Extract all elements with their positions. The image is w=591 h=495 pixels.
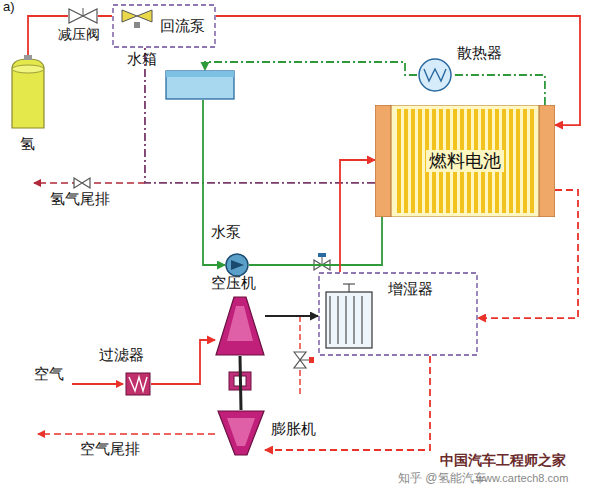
watermark: 中国汽车工程师之家 bbox=[440, 452, 566, 468]
pressure-valve-shape bbox=[68, 8, 98, 24]
pipe-connector bbox=[203, 100, 225, 265]
pipe-connector bbox=[249, 217, 382, 265]
node-label: 增湿器 bbox=[388, 280, 433, 297]
pipe-connector bbox=[205, 62, 417, 75]
panel-letter: a) bbox=[3, 0, 15, 15]
node-label: 散热器 bbox=[457, 44, 502, 61]
water-tank: 水箱 bbox=[165, 70, 235, 100]
node-label: 氢 bbox=[20, 135, 35, 152]
hydrogen-tank: 氢 bbox=[10, 55, 46, 130]
hydrogen-tank-shape bbox=[10, 55, 46, 130]
water-pump-shape bbox=[225, 253, 249, 277]
water-pump: 水泵 bbox=[225, 253, 249, 277]
air-filter-shape bbox=[125, 372, 151, 396]
air-filter: 过滤器 bbox=[125, 372, 151, 396]
air-inlet-label: 空气 bbox=[34, 365, 64, 382]
node-label: 回流泵 bbox=[160, 17, 205, 34]
pressure-valve: 减压阀 bbox=[68, 8, 98, 24]
node-label: 燃料电池 bbox=[426, 150, 504, 173]
node-label: 空压机 bbox=[211, 274, 256, 291]
expander-shape bbox=[217, 410, 265, 456]
pipe-connector bbox=[265, 315, 318, 317]
pipe-connector bbox=[453, 75, 545, 105]
pipe-connector bbox=[265, 356, 430, 450]
pipe-connector bbox=[340, 160, 375, 272]
air-compressor-shape bbox=[215, 296, 265, 356]
fuel-cell-stack: 燃料电池 bbox=[375, 105, 555, 217]
watermark: www.cartech8.com bbox=[476, 472, 568, 485]
node-label: 水泵 bbox=[211, 223, 241, 240]
air-exhaust-label: 空气尾排 bbox=[78, 440, 142, 457]
node-label: 减压阀 bbox=[58, 26, 100, 42]
expander: 膨胀机 bbox=[217, 410, 265, 456]
node-label: 过滤器 bbox=[99, 346, 144, 363]
air-compressor: 空压机 bbox=[215, 296, 265, 356]
node-label: 膨胀机 bbox=[271, 420, 316, 437]
pipe-connector bbox=[240, 356, 241, 410]
water-tank-shape bbox=[165, 70, 235, 100]
humidifier: 增湿器 bbox=[318, 272, 478, 356]
recirculation-pump: 回流泵 bbox=[112, 4, 216, 48]
watermark: 知乎 @氢能汽车 bbox=[398, 472, 486, 486]
radiator: 散热器 bbox=[417, 57, 453, 93]
pipe-connector bbox=[151, 340, 215, 384]
hydrogen-exhaust-label: 氢气尾排 bbox=[48, 190, 112, 207]
pipe-connector bbox=[98, 15, 112, 17]
node-label: 水箱 bbox=[127, 50, 157, 67]
radiator-shape bbox=[417, 57, 453, 93]
